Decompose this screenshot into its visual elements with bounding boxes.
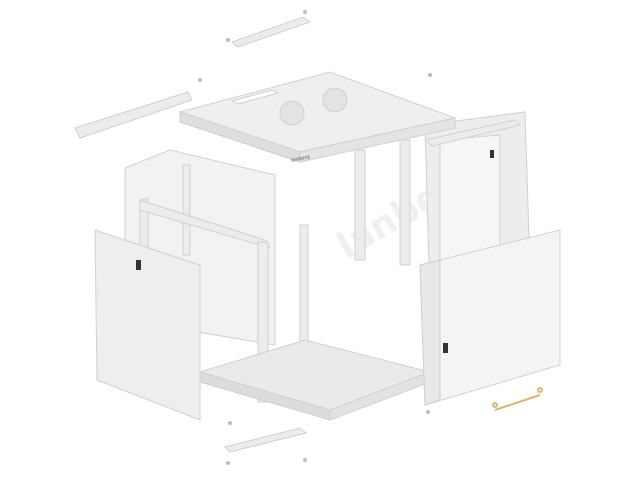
left-mount-rail: [74, 91, 193, 139]
fan-hole: [279, 100, 305, 126]
screws: [198, 10, 432, 465]
lock-icon: [136, 260, 141, 270]
top-cover-strip: [231, 16, 312, 48]
bottom-panel: [198, 339, 432, 411]
rail-right: [354, 149, 366, 261]
rear-rail: [299, 224, 309, 361]
cable-slot: [230, 89, 280, 105]
fan-hole: [322, 87, 348, 113]
right-front-frame: [423, 119, 521, 147]
lock-icon: [443, 343, 448, 353]
front-rail-left: [182, 164, 191, 256]
lock-icon: [490, 150, 494, 158]
left-door: [94, 229, 201, 421]
top-panel: [178, 71, 457, 153]
gold-bracket: [492, 387, 543, 411]
bottom-cover-strip: [224, 427, 308, 453]
